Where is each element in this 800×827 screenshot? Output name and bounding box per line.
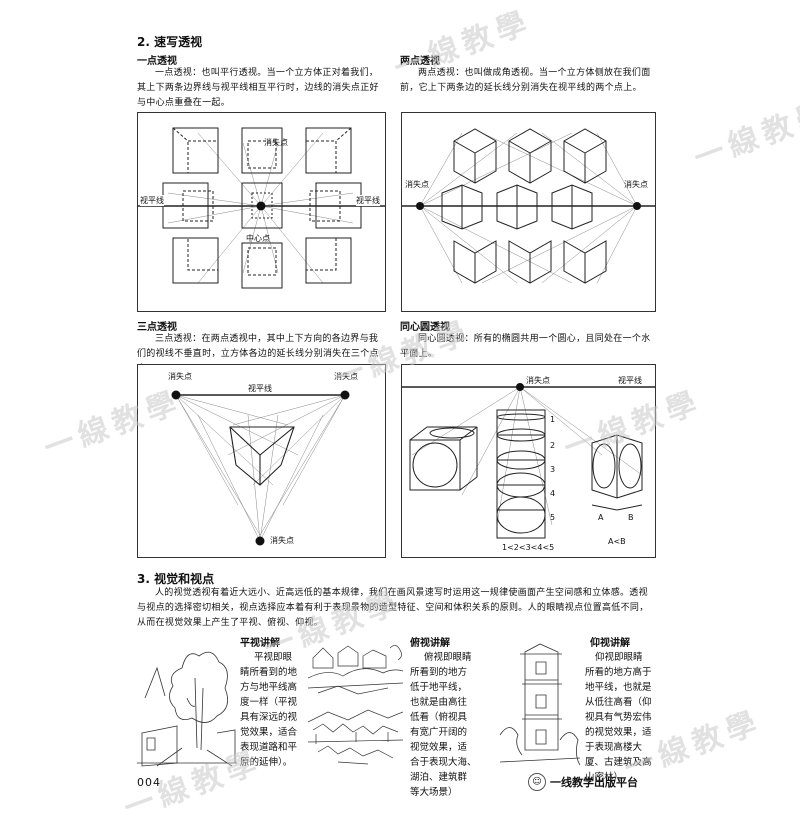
top-view-sketch-2 — [307, 702, 404, 768]
three-point-diagram: 消失点 消失点 视平线 消失点 — [137, 364, 386, 558]
scale-number-4: 4 — [550, 489, 556, 498]
label-horizon: 视平线 — [618, 376, 642, 385]
concentric-diagram: 消失点 视平线 1 2 3 4 5 1<2<3<4<5 A B A<B — [401, 364, 656, 558]
eye-level-line: 表现道路和平 — [240, 742, 298, 753]
scale-number-3: 3 — [550, 465, 556, 474]
one-point-text: 一点透视：也叫平行透视。当一个立方体正对着我们，其上下两条边界线与视平线相互平行… — [137, 68, 379, 108]
eye-level-line: 方与地平线高 — [240, 682, 298, 693]
label-vanish-point: 消失点 — [264, 138, 288, 147]
label-b: B — [628, 513, 634, 522]
two-point-text: 两点透视：也叫做成角透视。当一个立方体侧放在我们面前，它上下两条边的延长线分别消… — [400, 68, 651, 93]
label-vanish-left: 消失点 — [405, 180, 429, 189]
label-horizon: 视平线 — [248, 384, 272, 393]
bottom-view-line: 地平线，也就是 — [585, 682, 652, 693]
watermark: 一線教學 — [689, 94, 800, 177]
top-view-heading: 俯视讲解 — [410, 638, 450, 649]
label-a: A — [598, 513, 604, 522]
page-number: 004 — [137, 776, 161, 789]
eye-level-heading: 平视讲解 — [240, 638, 280, 649]
eye-level-line: 度一样（平视 — [240, 697, 298, 708]
two-point-diagram: 消失点 消失点 — [401, 112, 656, 312]
concentric-heading: 同心圆透视 — [400, 322, 450, 333]
scale-number-2: 2 — [550, 441, 556, 450]
bottom-view-sketch — [499, 640, 581, 768]
label-vanish-point: 消失点 — [526, 376, 550, 385]
top-view-line: 合于表现大海、 — [410, 757, 477, 768]
eye-level-line: 睛所看到的地 — [240, 667, 298, 678]
section-title-viewpoint: 3. 视觉和视点 — [137, 572, 215, 586]
top-view-line: 低于地平线， — [410, 682, 468, 693]
section-title-perspective: 2. 速写透视 — [137, 35, 203, 49]
label-vanish-left: 消失点 — [168, 372, 192, 381]
bottom-view-text: 仰视即眼睛 所看的地方高于 地平线，也就是 从低往高看（仰 视具有气势宏伟 的视… — [585, 650, 659, 785]
label-center-point: 中心点 — [246, 234, 270, 243]
eye-level-line: 觉效果，适合 — [240, 727, 298, 738]
top-view-line: 等大场景） — [410, 787, 458, 798]
publisher-name: 一线教学出版平台 — [550, 776, 638, 789]
one-point-diagram: 消失点 中心点 视平线 视平线 — [137, 112, 386, 312]
label-vanish-right: 消失点 — [334, 372, 358, 381]
bottom-view-heading: 仰视讲解 — [590, 638, 630, 649]
label-horizon-right: 视平线 — [356, 195, 380, 206]
one-point-heading: 一点透视 — [137, 56, 177, 67]
top-view-line: 俯视即眼睛 — [424, 652, 472, 663]
wechat-icon: ☺ — [528, 773, 546, 791]
top-view-line: 湖泊、建筑群 — [410, 772, 468, 783]
eye-level-line: 原的延伸）。 — [240, 757, 293, 768]
bottom-view-line: 视具有气势宏伟 — [585, 712, 652, 723]
three-point-heading: 三点透视 — [137, 322, 177, 333]
label-horizon-left: 视平线 — [140, 195, 164, 206]
top-view-line: 也就是由高往 — [410, 697, 468, 708]
top-view-line: 所看到的地方 — [410, 667, 468, 678]
top-view-line: 有宽广开阔的 — [410, 727, 468, 738]
top-view-text: 俯视即眼睛 所看到的地方 低于地平线， 也就是由高往 低看（俯视具 有宽广开阔的… — [410, 650, 480, 800]
bottom-view-line: 厦、古建筑及高 — [585, 757, 652, 768]
eye-level-sketch — [137, 638, 237, 768]
two-point-heading: 两点透视 — [400, 56, 440, 67]
bottom-view-line: 所看的地方高于 — [585, 667, 652, 678]
top-view-line: 低看（俯视具 — [410, 712, 468, 723]
concentric-text: 同心圆透视：所有的椭圆共用一个圆心，且同处在一个水平面上。 — [400, 334, 651, 359]
label-scale-bottom: 1<2<3<4<5 — [502, 543, 555, 552]
scale-number-5: 5 — [550, 513, 556, 522]
bottom-view-line: 山密林）。 — [585, 772, 628, 783]
bottom-view-line: 于表现高楼大 — [585, 742, 643, 753]
top-view-sketch-1 — [307, 638, 404, 698]
bottom-view-line: 的视觉效果，适 — [585, 727, 652, 738]
bottom-view-line: 从低往高看（仰 — [585, 697, 652, 708]
label-vanish-right: 消失点 — [624, 180, 648, 189]
eye-level-text: 平视即眼 睛所看到的地 方与地平线高 度一样（平视 具有深远的视 觉效果，适合 … — [240, 650, 308, 770]
top-view-line: 视觉效果，适 — [410, 742, 468, 753]
scale-number-1: 1 — [550, 415, 556, 424]
bottom-view-line: 仰视即眼睛 — [595, 652, 643, 663]
eye-level-line: 具有深远的视 — [240, 712, 298, 723]
label-vanish-bottom: 消失点 — [270, 536, 294, 545]
label-ab: A<B — [608, 537, 626, 546]
eye-level-line: 平视即眼 — [254, 652, 293, 663]
viewpoint-text: 人的视觉透视有着近大远小、近高远低的基本规律，我们在画风景速写时运用这一规律使画… — [137, 588, 649, 628]
